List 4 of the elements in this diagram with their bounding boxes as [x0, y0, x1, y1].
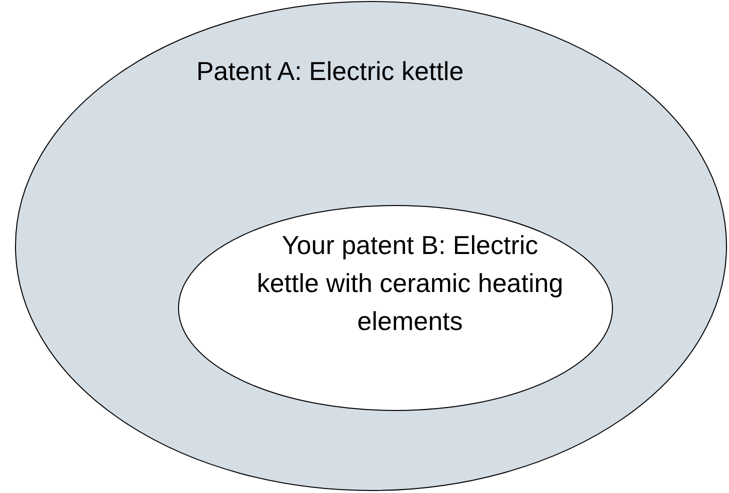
- inner-ellipse: [178, 205, 613, 411]
- ellipse-label: Your patent B: Electric kettle with ceramic heating elements: [256, 229, 564, 338]
- ellipse-label: Patent A: Electric kettle: [195, 55, 465, 88]
- outer-ellipse: [15, 1, 727, 491]
